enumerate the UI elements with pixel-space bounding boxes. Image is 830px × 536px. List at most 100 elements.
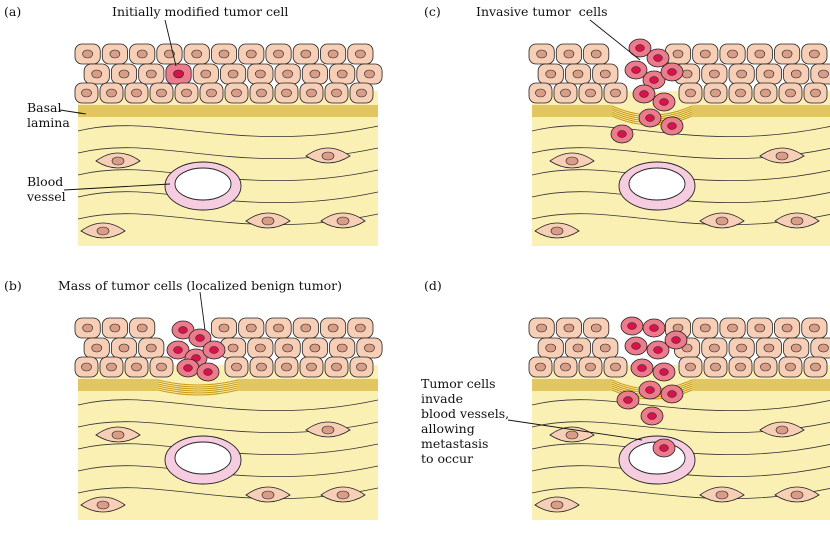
panel-d-caption: Tumor cells invade blood vessels, allowi… bbox=[421, 376, 510, 466]
cell-nucleus bbox=[156, 88, 167, 98]
cell-nucleus bbox=[281, 362, 292, 372]
cell-nucleus bbox=[145, 343, 157, 353]
cell-nucleus bbox=[585, 88, 596, 98]
cell-nucleus bbox=[735, 362, 746, 372]
tissue-fiber bbox=[531, 399, 830, 412]
tissue-fiber bbox=[77, 125, 379, 138]
cell-nucleus bbox=[536, 323, 547, 333]
fibroblast-nucleus bbox=[550, 226, 564, 236]
tumor-cell-nucleus bbox=[209, 346, 219, 354]
cell-nucleus bbox=[545, 69, 557, 79]
tumor-cell-nucleus bbox=[649, 76, 659, 84]
cell-nucleus bbox=[536, 49, 547, 59]
tumor-cell-nucleus bbox=[647, 412, 657, 420]
panel-c bbox=[528, 38, 830, 246]
cell-nucleus bbox=[164, 49, 175, 59]
cell-nucleus bbox=[309, 343, 321, 353]
cell-nucleus bbox=[300, 49, 312, 59]
blood-vessel-leader bbox=[63, 183, 171, 191]
cell-nucleus bbox=[106, 362, 117, 372]
cell-nucleus bbox=[545, 343, 557, 353]
tumor-cell-nucleus bbox=[183, 364, 193, 372]
panel-b-tag: (b) bbox=[4, 278, 22, 293]
tumor-cell-nucleus bbox=[659, 98, 669, 106]
cell-nucleus bbox=[818, 69, 829, 79]
blood-vessel-lumen bbox=[174, 441, 232, 475]
cell-nucleus bbox=[309, 69, 321, 79]
cell-nucleus bbox=[760, 88, 771, 98]
cell-nucleus bbox=[82, 323, 93, 333]
basal-lamina-fiber bbox=[78, 383, 378, 390]
cell-nucleus bbox=[300, 323, 312, 333]
cell-nucleus bbox=[590, 49, 602, 59]
cell-nucleus bbox=[572, 343, 584, 353]
cell-nucleus bbox=[131, 362, 142, 372]
cell-nucleus bbox=[218, 323, 230, 333]
panel-a-caption: Initially modified tumor cell bbox=[112, 4, 289, 19]
panel-a bbox=[74, 43, 383, 246]
tumor-cell-nucleus bbox=[645, 386, 655, 394]
panel-c-caption: Invasive tumor cells bbox=[476, 4, 608, 19]
cell-nucleus bbox=[736, 69, 747, 79]
panel-c-tag: (c) bbox=[424, 4, 441, 19]
cell-nucleus bbox=[599, 69, 611, 79]
cell-nucleus bbox=[760, 362, 771, 372]
basal-lamina-fiber bbox=[78, 379, 378, 386]
basal-lamina-label: Basal lamina bbox=[27, 100, 70, 130]
cell-nucleus bbox=[754, 49, 766, 59]
cell-nucleus bbox=[781, 323, 793, 333]
cell-nucleus bbox=[709, 343, 720, 353]
tumor-cell-nucleus bbox=[617, 130, 627, 138]
cell-nucleus bbox=[599, 343, 611, 353]
cell-nucleus bbox=[560, 88, 571, 98]
cell-nucleus bbox=[364, 69, 375, 79]
cell-nucleus bbox=[131, 88, 142, 98]
basal-lamina-fiber bbox=[78, 381, 378, 388]
cell-nucleus bbox=[727, 49, 738, 59]
tumor-cell-nucleus bbox=[667, 122, 677, 130]
cell-nucleus bbox=[191, 49, 203, 59]
cell-nucleus bbox=[809, 323, 820, 333]
caption-a-leader bbox=[164, 19, 177, 67]
panel-d-tag: (d) bbox=[424, 278, 442, 293]
cell-nucleus bbox=[790, 343, 802, 353]
fibroblast-nucleus bbox=[790, 490, 804, 500]
cell-nucleus bbox=[672, 49, 684, 59]
cell-nucleus bbox=[681, 69, 693, 79]
fibroblast-nucleus bbox=[790, 216, 804, 226]
cell-nucleus bbox=[355, 323, 366, 333]
cell-nucleus bbox=[281, 88, 292, 98]
cell-nucleus bbox=[118, 343, 130, 353]
cell-nucleus bbox=[785, 362, 796, 372]
cell-nucleus bbox=[81, 88, 92, 98]
tumor-cell-nucleus bbox=[639, 90, 649, 98]
cell-nucleus bbox=[327, 49, 339, 59]
cell-nucleus bbox=[585, 362, 596, 372]
tumor-cell-nucleus bbox=[667, 68, 677, 76]
cell-nucleus bbox=[256, 362, 267, 372]
cell-nucleus bbox=[781, 49, 793, 59]
tumor-cell-nucleus bbox=[645, 114, 655, 122]
cell-nucleus bbox=[364, 343, 375, 353]
cell-nucleus bbox=[535, 88, 546, 98]
tissue-fiber bbox=[531, 125, 830, 138]
panel-b-caption: Mass of tumor cells (localized benign tu… bbox=[58, 278, 342, 293]
cell-nucleus bbox=[572, 69, 584, 79]
cell-nucleus bbox=[181, 88, 192, 98]
basal-lamina-fiber bbox=[78, 385, 378, 392]
cell-nucleus bbox=[709, 69, 720, 79]
caption-d-leader bbox=[507, 419, 643, 441]
cell-nucleus bbox=[336, 343, 348, 353]
cell-nucleus bbox=[145, 69, 157, 79]
fibroblast-nucleus bbox=[96, 226, 110, 236]
tumor-cell-nucleus bbox=[623, 396, 633, 404]
tumor-cell-nucleus bbox=[173, 346, 183, 354]
tumor-cell-nucleus bbox=[637, 364, 647, 372]
cell-nucleus bbox=[273, 49, 284, 59]
fibroblast-nucleus bbox=[96, 500, 110, 510]
cell-nucleus bbox=[754, 323, 766, 333]
cell-nucleus bbox=[255, 69, 266, 79]
cell-nucleus bbox=[336, 69, 348, 79]
panel-b bbox=[74, 317, 383, 520]
fibroblast-nucleus bbox=[111, 156, 125, 166]
